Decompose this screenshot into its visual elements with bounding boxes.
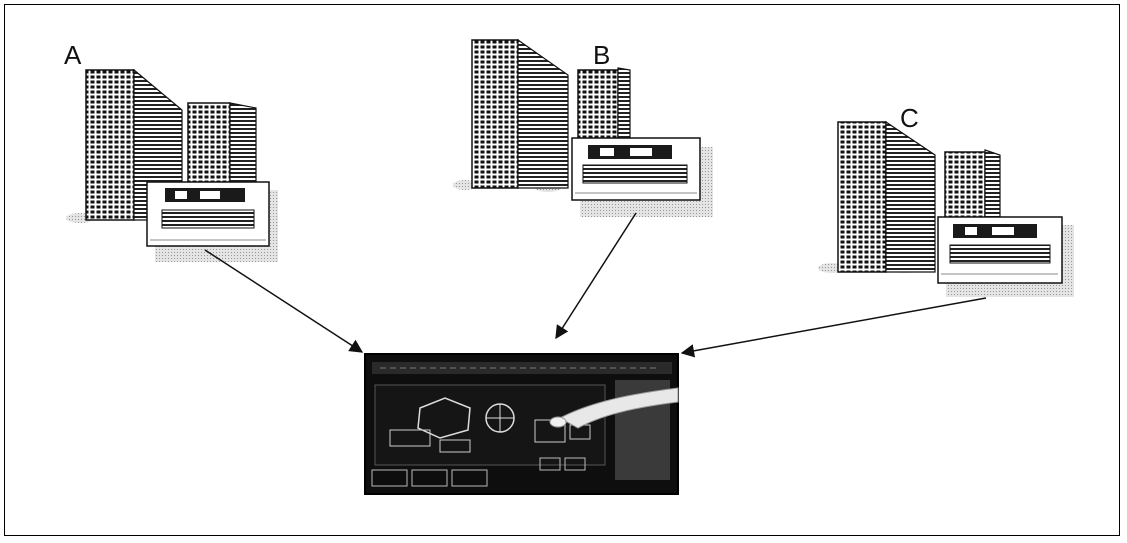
arrow-a-to-panel (204, 249, 364, 353)
site-c-label: C (900, 103, 919, 133)
site-a-controller-icon (146, 181, 278, 262)
arrow-c-to-panel (680, 297, 987, 358)
arrow-b-to-panel (555, 212, 637, 340)
tower-icon (471, 39, 519, 189)
tower-icon (85, 69, 135, 221)
site-c-controller-icon (937, 216, 1074, 297)
touchscreen-control-panel-icon (364, 353, 679, 495)
site-b-label: B (593, 40, 611, 70)
site-a-label: A (64, 40, 82, 70)
tower-icon (837, 121, 887, 273)
site-b-controller-icon (571, 137, 713, 217)
shrub-icon (453, 180, 477, 190)
